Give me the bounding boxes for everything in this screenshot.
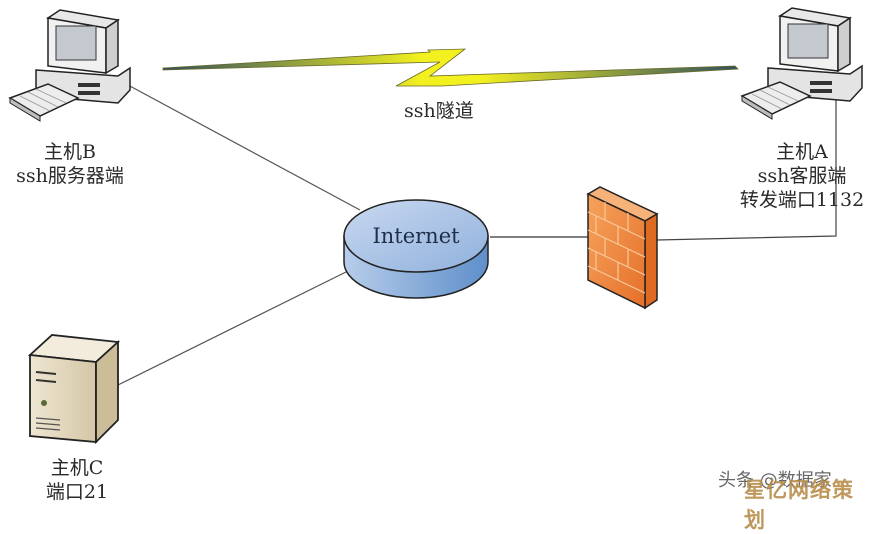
internet-label: Internet: [372, 224, 460, 248]
host-c-name: 主机C: [50, 457, 104, 479]
link-hostb-internet: [127, 84, 361, 211]
network-diagram: Internet: [8, 7, 863, 445]
host-c-label: 主机C 端口21: [12, 456, 142, 504]
link-hostc-internet: [117, 269, 351, 386]
host-a-detail: 转发端口1132: [739, 189, 865, 211]
watermark-overlay: 星亿网络策划: [744, 478, 854, 532]
connection-lines: [117, 84, 837, 386]
host-a-role: ssh客服端: [757, 165, 847, 187]
desktop-computer-icon: [740, 7, 863, 120]
host-a-label: 主机A ssh客服端 转发端口1132: [722, 140, 872, 212]
firewall-brick-icon: [586, 186, 659, 310]
desktop-computer-icon: [8, 9, 131, 122]
host-b-name: 主机B: [44, 141, 96, 163]
host-b-label: 主机B ssh服务器端: [0, 140, 140, 188]
tunnel-label: ssh隧道: [404, 100, 474, 122]
lightning-bolt-icon: [162, 48, 739, 87]
host-c-detail: 端口21: [45, 481, 109, 503]
watermark-source: 头条 @数据家: [718, 470, 832, 491]
link-firewall-hosta: [656, 100, 837, 241]
host-b-role: ssh服务器端: [16, 165, 124, 187]
server-tower-icon: [27, 334, 121, 445]
host-a-name: 主机A: [776, 141, 828, 163]
cloud-disk-icon: Internet: [343, 199, 489, 299]
